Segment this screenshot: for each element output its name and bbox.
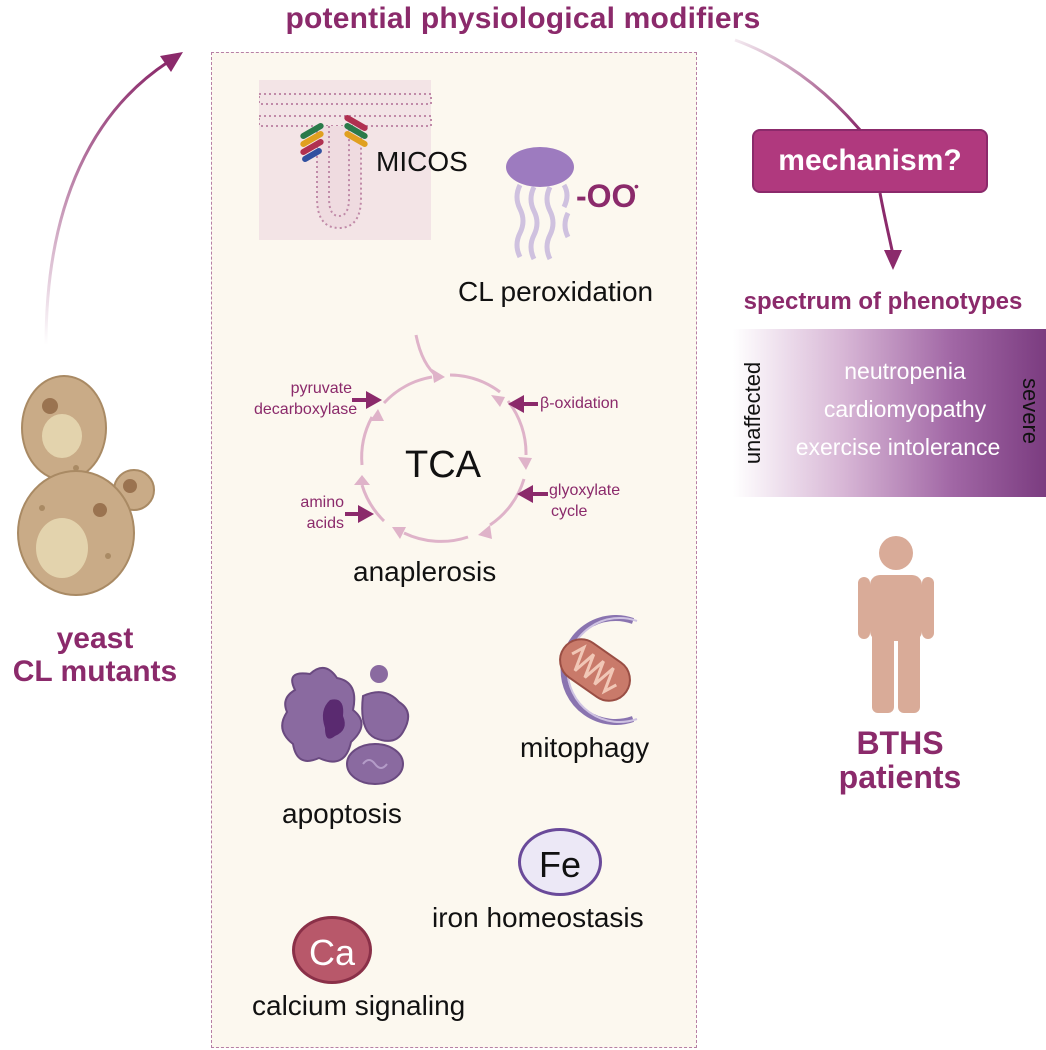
pyruvate-decarboxylase-label: pyruvate decarboxylase	[254, 378, 358, 420]
iron-symbol-circle: Fe	[518, 828, 602, 896]
yeast-label-line2: CL mutants	[12, 655, 178, 688]
mitophagy-label: mitophagy	[520, 732, 650, 763]
mitophagy-icon	[559, 615, 638, 725]
apoptosis-icon	[281, 665, 410, 785]
amino-line1: amino	[300, 494, 344, 511]
micos-illustration	[259, 80, 432, 240]
cl-peroxidation-label: CL peroxidation	[458, 276, 654, 307]
yeast-to-modifiers-arrow	[44, 60, 169, 346]
yeast-cells-illustration	[17, 375, 155, 596]
scale-high-label: severe	[1018, 377, 1043, 445]
glyoxylate-line1: glyoxylate	[549, 482, 621, 499]
phenotype-exercise-intolerance: exercise intolerance	[795, 434, 1001, 460]
micos-complex-right	[344, 115, 368, 147]
pyruvate-line1: pyruvate	[290, 380, 352, 397]
cl-peroxidation-icon	[506, 147, 574, 261]
yeast-arrow-head	[160, 52, 183, 72]
anaplerosis-label: anaplerosis	[353, 556, 497, 587]
peroxide-symbol: -OO	[576, 178, 637, 214]
modifiers-to-mechanism-arrow	[734, 38, 862, 131]
patients-line2: patients	[838, 759, 962, 795]
phenotype-cardiomyopathy: cardiomyopathy	[823, 396, 987, 422]
apoptosis-label: apoptosis	[282, 798, 402, 829]
micos-label: MICOS	[376, 146, 468, 177]
phenotype-neutropenia: neutropenia	[844, 358, 966, 384]
phenotype-gradient-bar	[733, 329, 1046, 497]
pyruvate-line2: decarboxylase	[254, 401, 358, 418]
calcium-symbol-circle: Ca	[292, 916, 372, 984]
mechanism-box: mechanism?	[752, 129, 988, 193]
patients-label: BTHS patients	[780, 726, 1020, 794]
yeast-label-line1: yeast	[56, 622, 134, 655]
scale-low-label: unaffected	[740, 361, 765, 465]
amino-acids-label: amino acids	[254, 492, 344, 534]
yeast-label: yeast CL mutants	[0, 622, 190, 688]
micos-complex-left	[300, 123, 324, 162]
glyoxylate-cycle-label: glyoxylate cycle	[549, 480, 620, 522]
amino-line2: acids	[306, 515, 344, 532]
radical-dot: •	[634, 178, 639, 194]
tca-label: TCA	[405, 444, 481, 486]
phenotypes-arrow-head	[884, 250, 902, 270]
diagram-title: potential physiological modifiers	[285, 2, 761, 35]
iron-homeostasis-label: iron homeostasis	[432, 902, 644, 933]
beta-oxidation-label: β-oxidation	[540, 395, 619, 412]
patient-person-icon	[858, 536, 934, 713]
glyoxylate-line2: cycle	[551, 503, 588, 520]
calcium-signaling-label: calcium signaling	[252, 990, 466, 1021]
patients-line1: BTHS	[856, 725, 944, 761]
spectrum-title: spectrum of phenotypes	[743, 288, 1023, 315]
